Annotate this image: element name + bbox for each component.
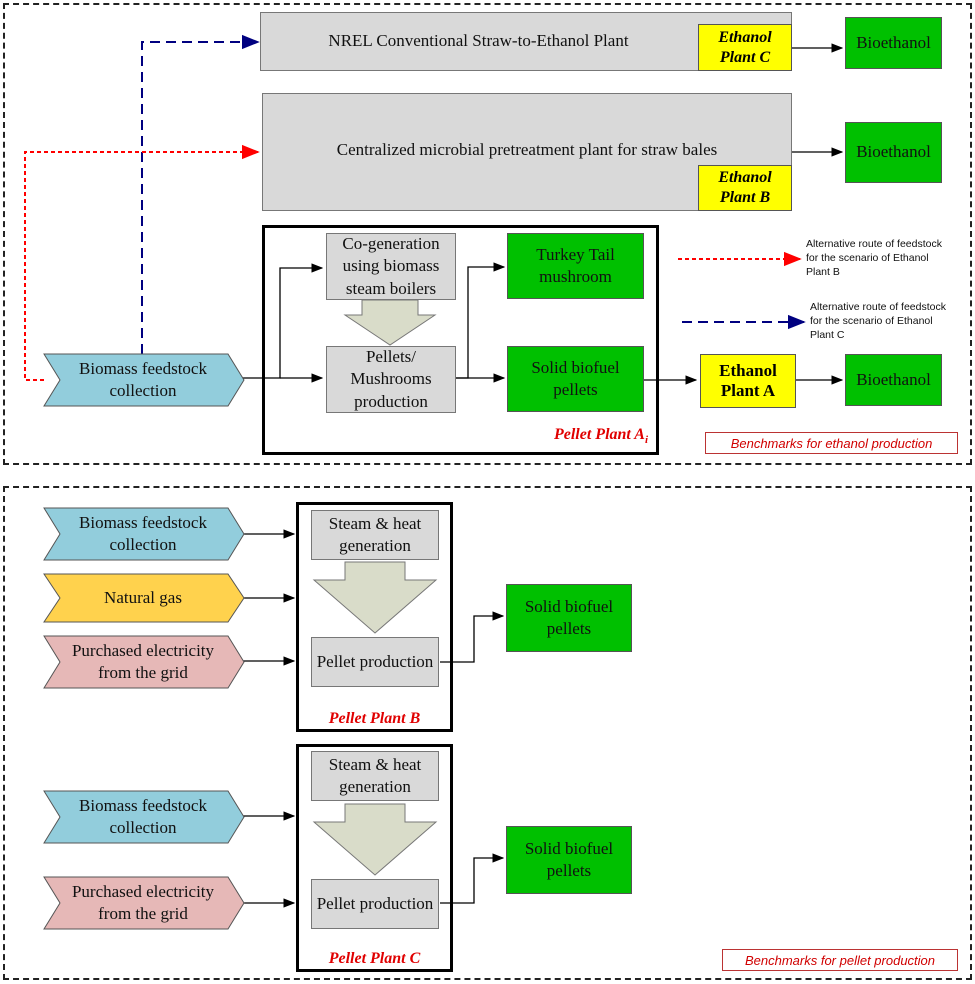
legend-blue-label: Alternative route of feedstock for the s…: [810, 301, 946, 342]
turkey-tail-label: Turkey Tail mushroom: [536, 244, 615, 286]
legend-red-label: Alternative route of feedstock for the s…: [806, 238, 942, 279]
pellets-mushrooms-label: Pellets/ Mushrooms production: [350, 347, 432, 411]
legend-blue-route-text: Alternative route of feedstock for the s…: [810, 300, 950, 343]
chevron-natural-gas: [43, 573, 245, 623]
solid-biofuel-b-box: Solid biofuel pellets: [506, 584, 632, 652]
chevron-electricity-b: [43, 635, 245, 689]
ethanol-plant-a-label: Ethanol Plant A: [719, 360, 777, 400]
chevron-electricity-c: [43, 876, 245, 930]
solid-biofuel-c-box: Solid biofuel pellets: [506, 826, 632, 894]
steam-heat-c-box: Steam & heat generation: [311, 751, 439, 801]
natural-gas-text: Natural gas: [104, 587, 182, 607]
ethanol-plant-b-label: Ethanol Plant B: [718, 169, 772, 206]
feedstock-c-label: Biomass feedstock collection: [58, 791, 228, 843]
pellet-benchmark-text: Benchmarks for pellet production: [744, 952, 936, 968]
pellet-production-b-box: Pellet production: [311, 637, 439, 687]
electricity-c-label: Purchased electricity from the grid: [58, 877, 228, 929]
natural-gas-label: Natural gas: [58, 574, 228, 622]
pellet-plant-b-label: Pellet Plant B: [296, 708, 453, 730]
pellet-production-b-label: Pellet production: [316, 651, 434, 671]
nrel-plant-text: NREL Conventional Straw-to-Ethanol Plant: [328, 31, 629, 51]
solid-biofuel-a-box: Solid biofuel pellets: [507, 346, 644, 412]
pellet-plant-b-text: Pellet Plant B: [328, 710, 421, 727]
feedstock-b-text: Biomass feedstock collection: [79, 512, 207, 554]
pellet-plant-a-box: [262, 225, 659, 455]
pellet-plant-c-label: Pellet Plant C: [296, 948, 453, 970]
bioethanol-a-label: Bioethanol: [856, 369, 931, 389]
microbial-plant-process: Centralized microbial pretreatment plant…: [262, 93, 792, 211]
pellet-production-c-label: Pellet production: [316, 893, 434, 913]
ethanol-benchmark-frame: [3, 3, 972, 465]
pellet-plant-b-box: [296, 502, 453, 732]
steam-heat-c-label: Steam & heat generation: [328, 754, 422, 796]
pellet-plant-c-text: Pellet Plant C: [328, 950, 421, 967]
pellet-plant-a-label: Pellet Plant Ai: [518, 426, 648, 446]
chevron-feedstock-c: [43, 790, 245, 844]
bioethanol-c-label: Bioethanol: [856, 32, 931, 52]
feedstock-b-label: Biomass feedstock collection: [58, 508, 228, 560]
cogeneration-box: Co-generation using biomass steam boiler…: [326, 233, 456, 300]
pellet-plant-a-subscript: i: [644, 434, 648, 447]
bioethanol-c-box: Bioethanol: [845, 17, 942, 69]
pellet-production-c-box: Pellet production: [311, 879, 439, 929]
chevron-feedstock-top: [43, 353, 245, 407]
pellet-plant-c-box: [296, 744, 453, 972]
electricity-b-label: Purchased electricity from the grid: [58, 636, 228, 688]
ethanol-plant-a-box: Ethanol Plant A: [700, 354, 796, 408]
bioethanol-a-box: Bioethanol: [845, 354, 942, 406]
ethanol-benchmark-caption: Benchmarks for ethanol production: [705, 432, 958, 454]
electricity-b-text: Purchased electricity from the grid: [71, 640, 215, 682]
ethanol-plant-b-badge: Ethanol Plant B: [698, 165, 792, 211]
electricity-c-text: Purchased electricity from the grid: [71, 881, 215, 923]
bioethanol-b-box: Bioethanol: [845, 122, 942, 183]
pellets-mushrooms-box: Pellets/ Mushrooms production: [326, 346, 456, 413]
pellet-benchmark-caption: Benchmarks for pellet production: [722, 949, 958, 971]
feedstock-top-label: Biomass feedstock collection: [58, 354, 228, 406]
solid-biofuel-b-label: Solid biofuel pellets: [524, 596, 614, 638]
ethanol-plant-c-badge: Ethanol Plant C: [698, 24, 792, 71]
solid-biofuel-c-label: Solid biofuel pellets: [524, 838, 614, 880]
turkey-tail-box: Turkey Tail mushroom: [507, 233, 644, 299]
microbial-plant-text: Centralized microbial pretreatment plant…: [336, 140, 718, 159]
steam-heat-b-box: Steam & heat generation: [311, 510, 439, 560]
ethanol-benchmark-text: Benchmarks for ethanol production: [730, 435, 933, 451]
bioethanol-b-label: Bioethanol: [856, 142, 931, 162]
ethanol-plant-c-label: Ethanol Plant C: [718, 28, 772, 66]
feedstock-top-text: Biomass feedstock collection: [79, 358, 207, 400]
cogeneration-label: Co-generation using biomass steam boiler…: [342, 234, 440, 298]
solid-biofuel-a-label: Solid biofuel pellets: [531, 357, 620, 399]
legend-red-route-text: Alternative route of feedstock for the s…: [806, 237, 946, 280]
steam-heat-b-label: Steam & heat generation: [328, 513, 422, 555]
pellet-plant-a-text: Pellet Plant A: [553, 426, 645, 443]
pellet-benchmark-frame: [3, 486, 972, 980]
chevron-feedstock-b: [43, 507, 245, 561]
feedstock-c-text: Biomass feedstock collection: [79, 795, 207, 837]
